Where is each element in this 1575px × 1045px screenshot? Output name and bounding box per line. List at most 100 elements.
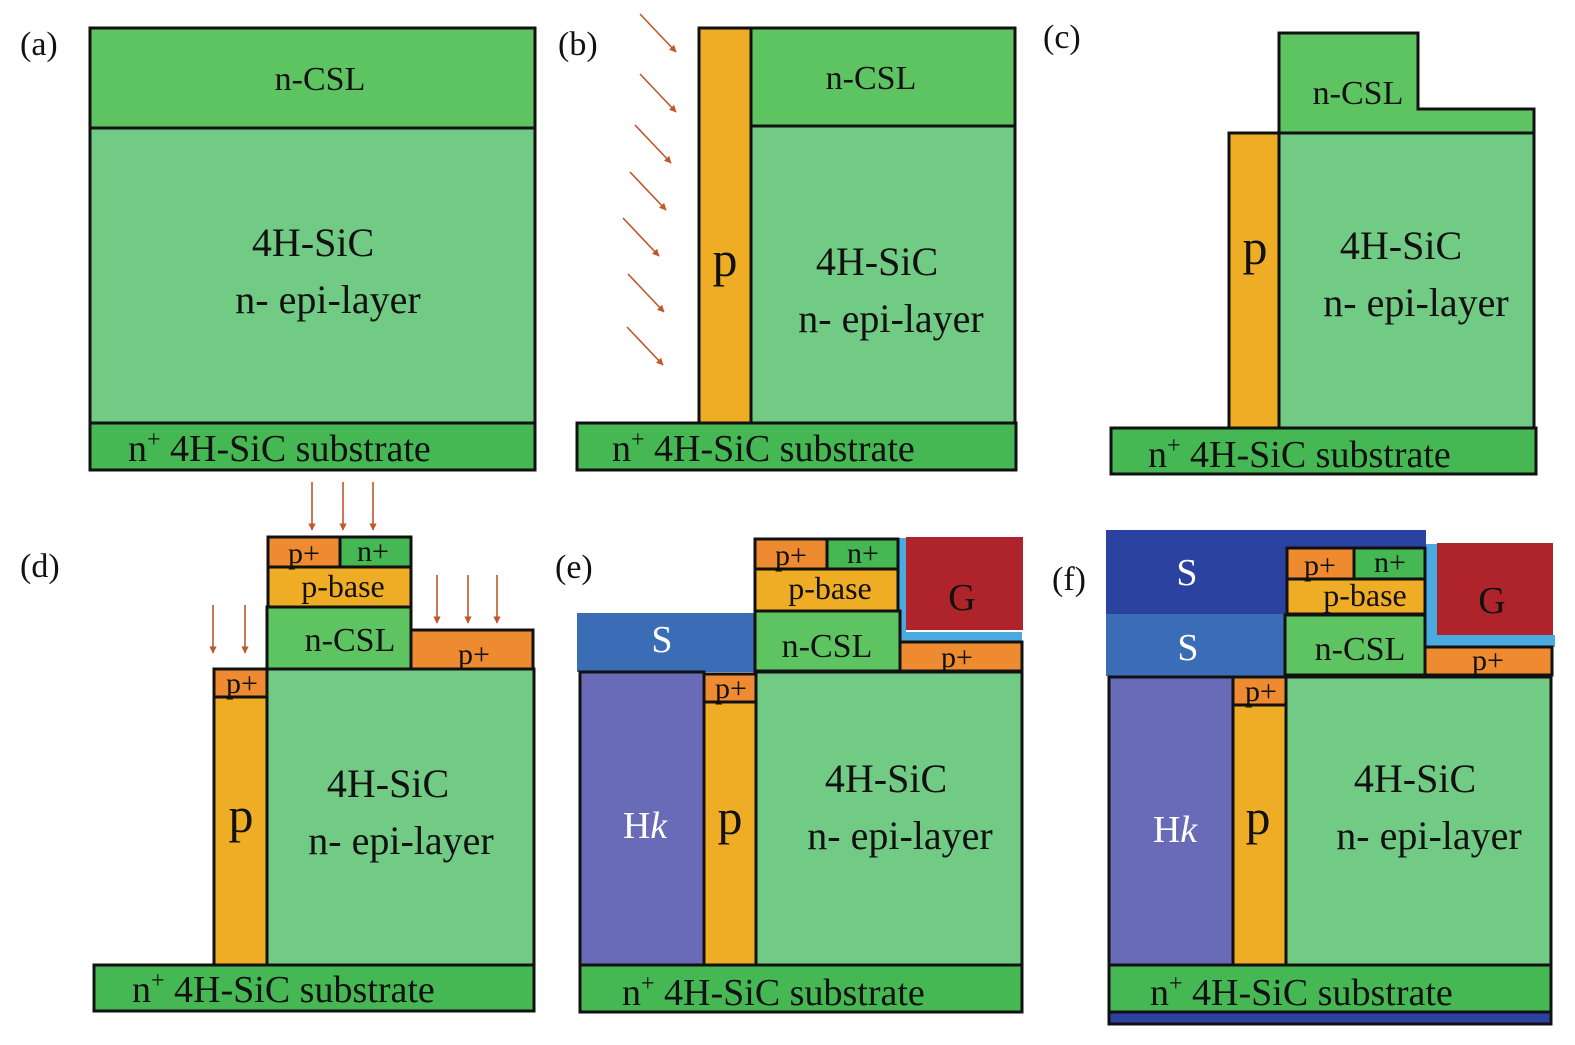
gate-electrode [1437,543,1553,635]
epi-label-line2: n- epi-layer [308,818,493,863]
substrate-label: n+ 4H-SiC substrate [1150,971,1453,1014]
n-csl-layer [88,26,537,130]
p-label: p [1246,789,1271,845]
substrate-label: n+ 4H-SiC substrate [612,427,915,470]
p-plus-label: p+ [941,641,973,674]
n-csl-label: n-CSL [305,622,396,659]
high-k-dielectric [578,670,706,967]
panel-a: (a) n-CSL 4H-SiC n- epi-layer n+ 4H-SiC … [20,26,537,472]
n-plus-label: n+ [357,535,389,568]
n-csl-label: n-CSL [1313,75,1404,112]
implant-arrow [629,171,667,211]
epi-label-line1: 4H-SiC [1340,223,1462,268]
panel-label: (a) [20,26,58,63]
substrate-label: n+ 4H-SiC substrate [622,971,925,1014]
epi-layer [1277,131,1536,430]
implant-arrow [639,73,677,113]
source-top-label: S [1176,552,1197,594]
n-csl-label: n-CSL [782,628,873,665]
gate-label: G [948,577,975,619]
p-column [697,26,753,425]
drain-electrode [1107,1010,1553,1026]
p-column [212,695,269,967]
panel-label: (d) [20,548,60,585]
p-plus-label: p+ [226,667,258,700]
epi-label-line1: 4H-SiC [252,220,374,265]
panel-label: (f) [1052,561,1086,598]
substrate-label: n+ 4H-SiC substrate [1148,433,1451,476]
p-label: p [229,787,254,843]
n-plus-source [825,537,900,571]
epi-label-line1: 4H-SiC [816,239,938,284]
p-label: p [1243,219,1268,275]
panel-f: (f) S S G p+ n+ p-base n-CSL p+ p+ Hk p … [1052,530,1555,1026]
source-label: S [651,619,672,661]
n-csl-label: n-CSL [1315,631,1406,668]
tilted-implant-arrows [622,13,677,366]
gate-label: G [1478,580,1505,622]
epi-label-line2: n- epi-layer [1323,280,1508,325]
implant-arrow [626,326,664,366]
n-plus-source [338,535,413,569]
n-csl-layer [749,26,1017,128]
substrate-label: n+ 4H-SiC substrate [132,968,435,1011]
p-base-label: p-base [301,568,385,604]
n-plus-source [1352,546,1427,581]
epi-label-line1: 4H-SiC [327,761,449,806]
n-plus-label: n+ [1374,546,1406,579]
p-plus-label: p+ [458,638,490,671]
epi-layer [1284,675,1553,967]
epi-layer [749,124,1017,425]
p-plus-label: p+ [1472,644,1504,677]
epi-layer [754,670,1024,967]
source-electrode [1106,614,1286,676]
p-base-label: p-base [1323,577,1407,613]
p-plus-label: p+ [1245,675,1277,708]
p-plus-shield [1423,645,1554,677]
epi-label-line1: 4H-SiC [825,756,947,801]
substrate-layer [88,421,537,472]
vertical-implant-arrows [209,482,501,654]
p-base-layer [266,565,413,609]
implant-arrow [622,217,660,257]
panel-d: (d) p+ n+ p-base n-CSL p+ p+ p 4H-SiC n-… [20,482,536,1013]
implant-arrow [634,124,672,164]
source-electrode [577,613,755,672]
p-label: p [713,231,738,287]
epi-label-line1: 4H-SiC [1354,756,1476,801]
epi-label-line2: n- epi-layer [798,296,983,341]
epi-label-line2: n- epi-layer [235,277,420,322]
p-base-label: p-base [788,570,872,606]
p-column [702,700,758,967]
substrate-layer [578,963,1024,1014]
gate-electrode [906,537,1023,630]
p-plus-column-cap [702,672,758,704]
source-label: S [1177,627,1198,669]
p-plus-label: p+ [288,537,320,570]
panel-label: (b) [558,26,598,63]
high-k-label: Hk [1153,809,1198,851]
p-plus-shield [898,640,1024,673]
p-plus-label: p+ [715,672,747,705]
p-label: p [718,789,743,845]
n-plus-label: n+ [847,537,879,570]
implant-arrow [627,273,665,313]
panel-e: (e) S G p+ n+ p-base n-CSL p+ p+ Hk p 4H… [555,537,1024,1014]
panel-label: (c) [1043,19,1081,56]
substrate-label: n+ 4H-SiC substrate [128,427,431,470]
p-plus-label: p+ [1304,549,1336,582]
panel-b: (b) p n-CSL 4H-SiC n- epi-layer n+ 4H-Si… [558,13,1018,472]
p-plus-shield [409,628,535,671]
p-column [1227,131,1281,430]
implant-arrow [639,13,677,53]
substrate-layer [575,421,1018,472]
high-k-label: Hk [623,805,668,847]
epi-label-line2: n- epi-layer [1336,813,1521,858]
high-k-dielectric [1107,675,1235,967]
p-base-layer [753,567,900,613]
n-csl-label: n-CSL [826,60,917,97]
epi-layer [88,126,537,425]
p-plus-contact [753,537,829,571]
panel-label: (e) [555,549,593,586]
